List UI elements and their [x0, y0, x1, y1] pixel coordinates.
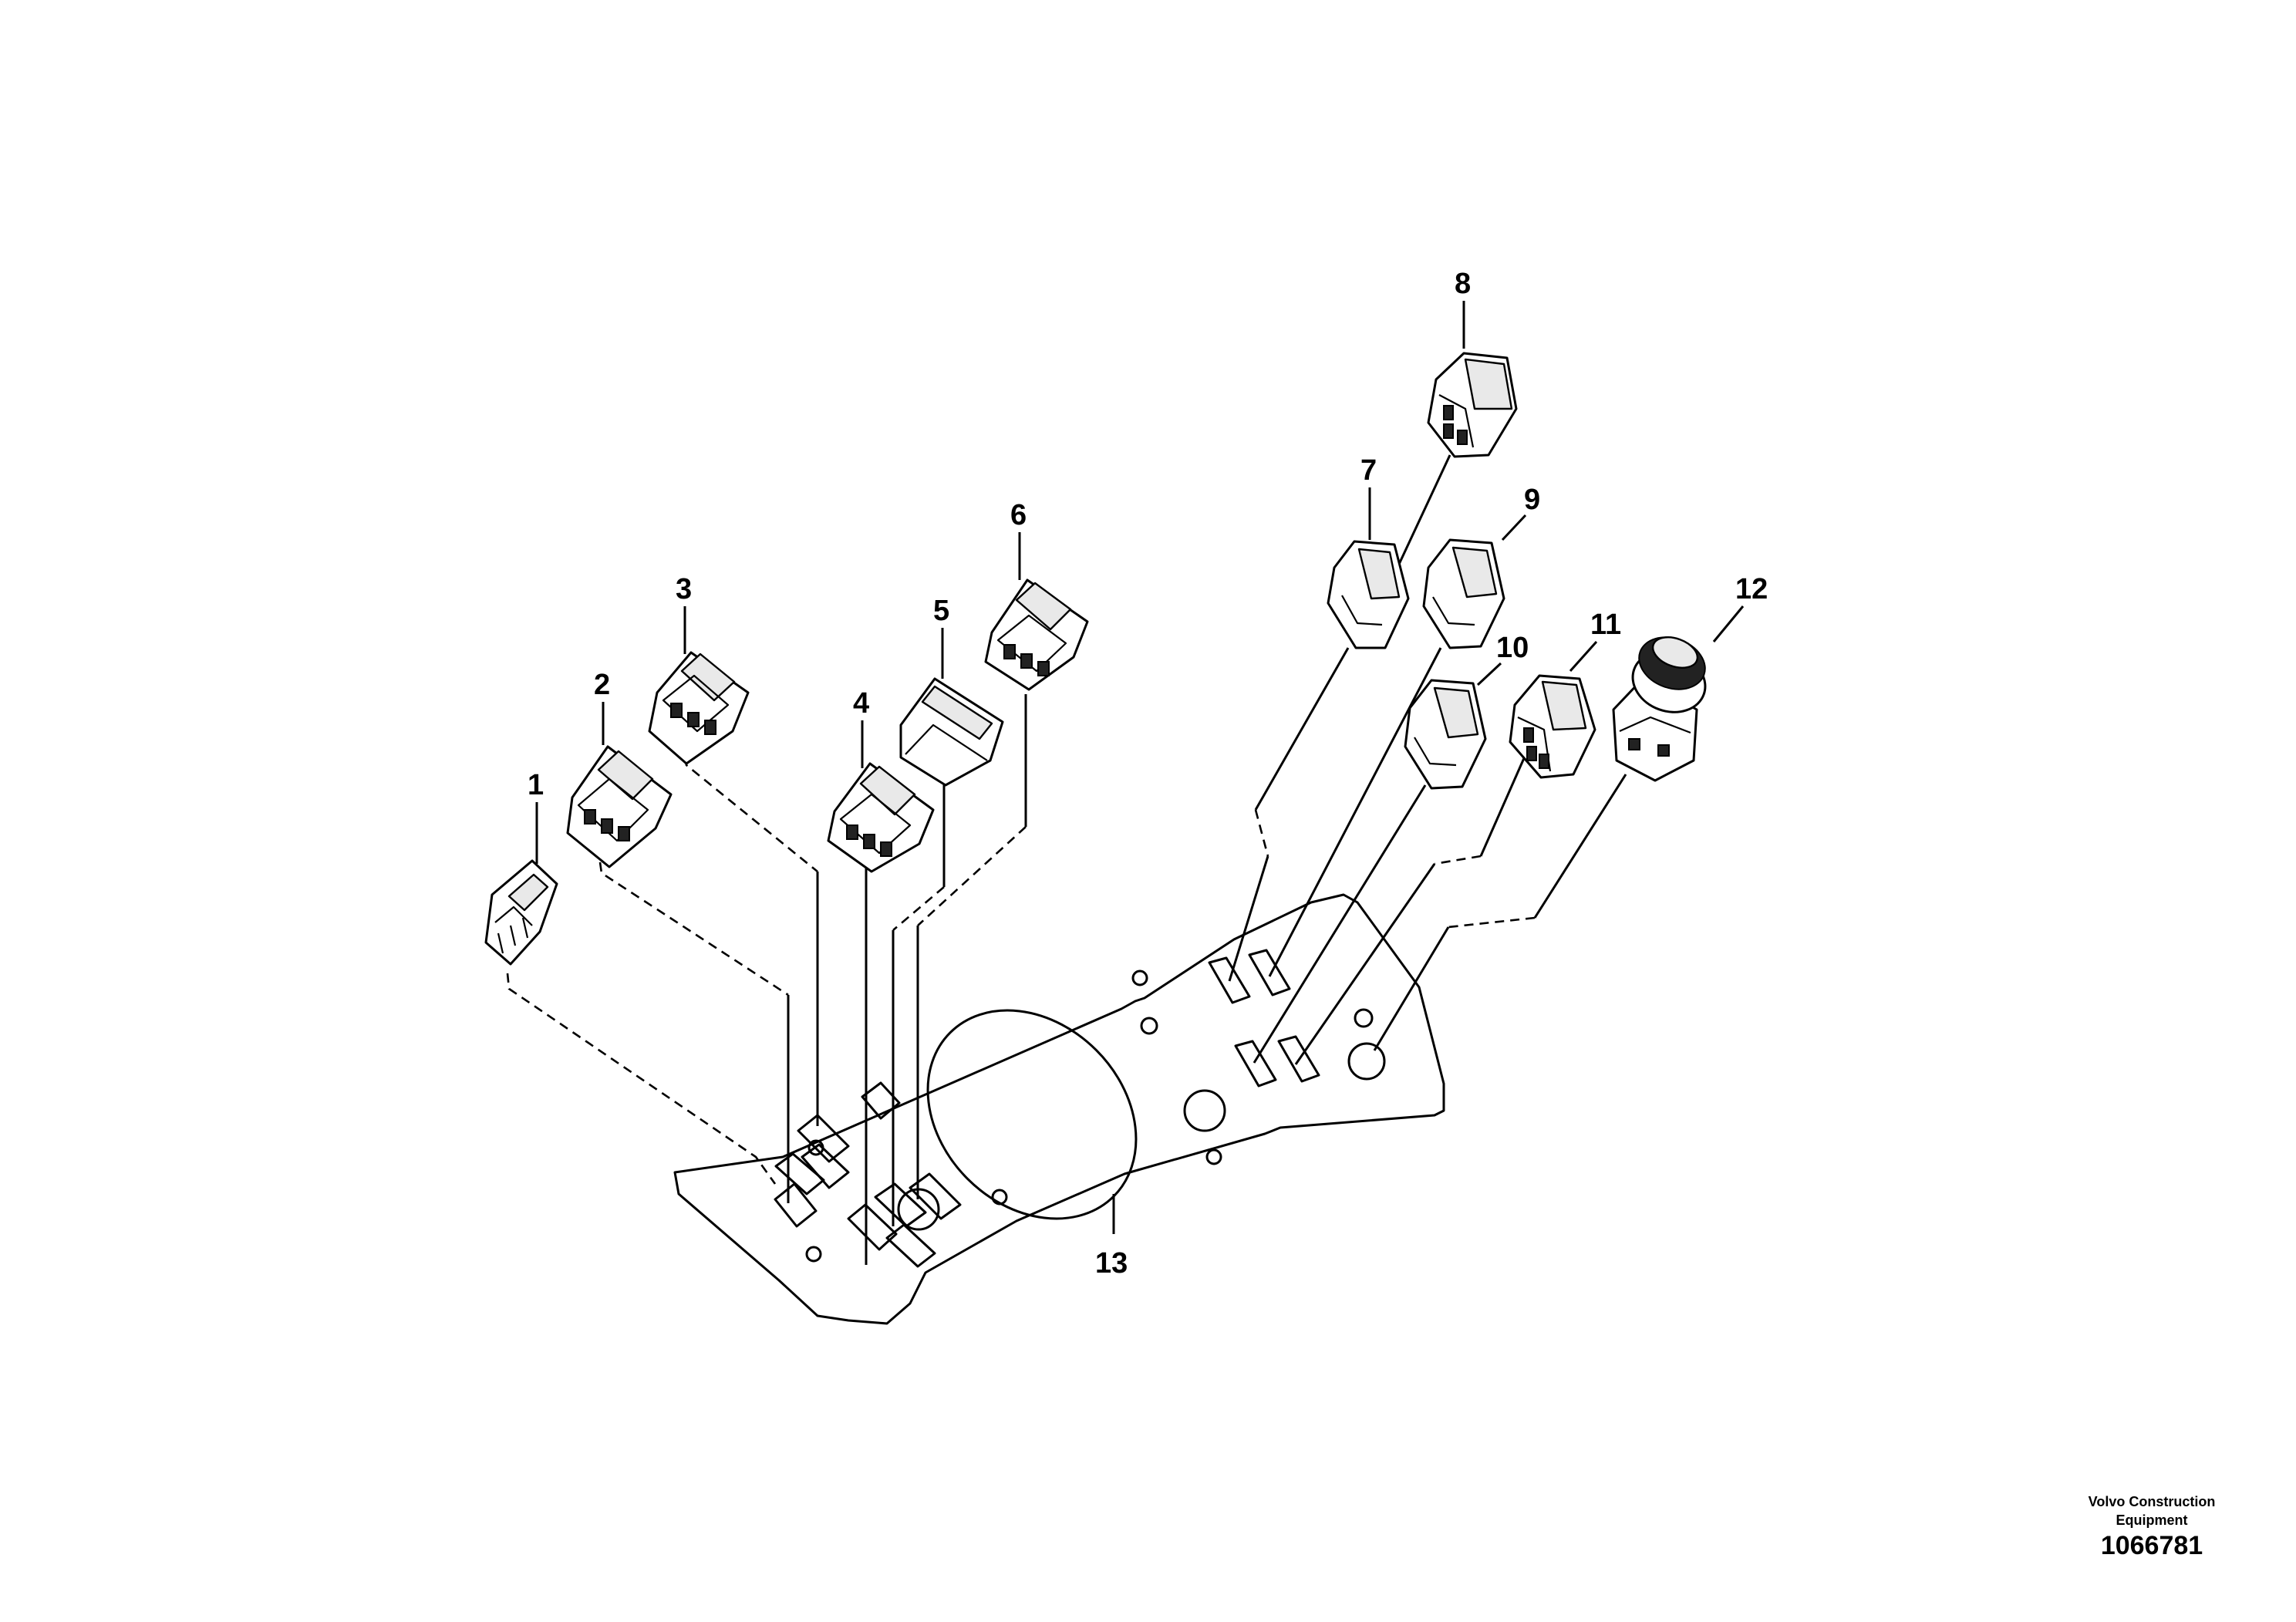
rocker-switch-6 [984, 578, 1089, 691]
rocker-switch-5 [899, 677, 1004, 787]
assembly-lines [506, 301, 1745, 1265]
callout-2: 2 [594, 669, 610, 701]
rocker-switch-8 [1427, 352, 1518, 458]
push-button-12 [1612, 636, 1707, 782]
callout-5: 5 [933, 595, 949, 627]
switch-panel-plate [673, 893, 1445, 1325]
callout-1: 1 [528, 769, 544, 801]
callout-11: 11 [1590, 609, 1621, 641]
callout-3: 3 [676, 573, 692, 605]
callout-labels: 1 2 3 4 5 6 7 8 9 10 11 12 13 [528, 268, 1768, 1280]
rocker-switch-3 [648, 651, 750, 765]
callout-6: 6 [1010, 499, 1027, 531]
publisher-line-2: Equipment [2116, 1512, 2188, 1528]
rocker-switch-2 [566, 745, 673, 868]
callout-8: 8 [1455, 268, 1471, 300]
rocker-switch-10 [1404, 679, 1487, 790]
rocker-switch-7 [1327, 540, 1410, 649]
callout-10: 10 [1496, 632, 1529, 664]
rocker-switch-1 [484, 859, 558, 966]
callout-7: 7 [1360, 454, 1377, 487]
callout-13: 13 [1095, 1247, 1128, 1280]
callout-12: 12 [1735, 573, 1768, 605]
callout-9: 9 [1524, 484, 1540, 516]
rocker-switch-9 [1422, 538, 1505, 649]
figure-number: 1066781 [2100, 1531, 2203, 1560]
rocker-switch-11 [1509, 674, 1596, 779]
callout-4: 4 [853, 687, 869, 720]
rocker-switch-4 [827, 762, 935, 873]
publisher-line-1: Volvo Construction [2088, 1494, 2216, 1509]
publisher-credit: Volvo Construction Equipment [2036, 1492, 2267, 1529]
